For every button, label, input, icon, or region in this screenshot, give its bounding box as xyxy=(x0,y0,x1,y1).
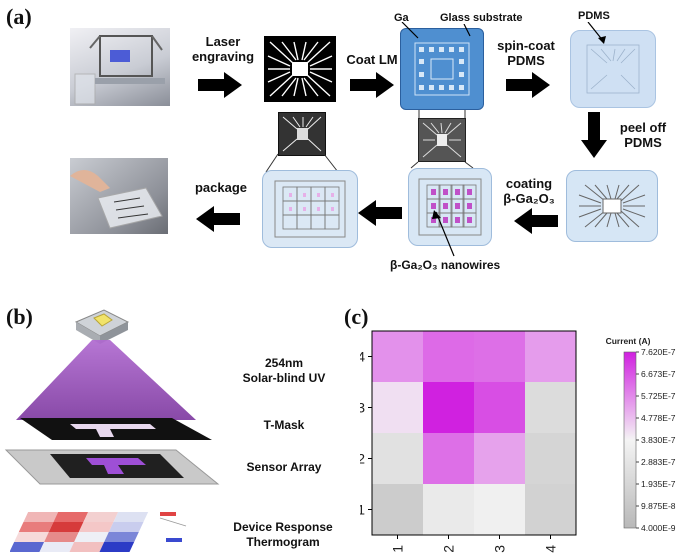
colorbar-title: Current (A) xyxy=(606,336,651,346)
callout-pdms: PDMS xyxy=(578,10,610,22)
heatmap-cell xyxy=(372,433,423,484)
heatmap-cell xyxy=(423,484,474,535)
y-tick-label: 3 xyxy=(360,400,365,416)
colorbar-tick-label: 1.935E-7 xyxy=(641,479,676,489)
layer-label-sensor-array: Sensor Array xyxy=(246,460,322,474)
callout-glass-pointer xyxy=(463,24,471,37)
thermogram-graphic xyxy=(10,512,187,552)
colorbar-tick-label: 4.778E-7 xyxy=(641,413,676,423)
colorbar-tick-label: 4.000E-9 xyxy=(641,523,676,533)
heatmap-cell xyxy=(372,484,423,535)
laser-engraver-photo xyxy=(70,28,170,106)
heatmap-cell xyxy=(423,382,474,433)
panel-b-label: (b) xyxy=(6,304,33,329)
heatmap-cell xyxy=(525,382,576,433)
heatmap-cell xyxy=(474,433,525,484)
callout-ga: Ga xyxy=(394,12,409,24)
arrow-right-icon xyxy=(198,72,242,98)
colorbar-tick-label: 9.875E-8 xyxy=(641,501,676,511)
heatmap-frame xyxy=(371,330,577,536)
pdms-coated-substrate xyxy=(570,30,656,108)
layer-label-t-mask: T-Mask xyxy=(263,418,305,432)
arrow-left-icon xyxy=(358,200,402,226)
callout-pdms-pointer xyxy=(587,22,606,44)
heatmap-cell xyxy=(423,331,474,382)
heatmap-cell xyxy=(474,382,525,433)
x-tick-label: 2 xyxy=(441,545,457,553)
step-coating-ga2o3: coating β-Ga₂O₃ xyxy=(503,176,555,206)
arrow-down-icon xyxy=(581,112,607,158)
uv-illumination-graphic xyxy=(4,309,220,485)
y-tick-label: 1 xyxy=(360,502,365,518)
arrow-left-icon xyxy=(514,208,558,234)
x-tick-label: 3 xyxy=(492,545,508,553)
heatmap-cell xyxy=(474,331,525,382)
colorbar xyxy=(623,351,637,529)
colorbar-tick-label: 7.620E-7 xyxy=(641,347,676,357)
colorbar-tick-label: 6.673E-7 xyxy=(641,369,676,379)
nanowire-pointer xyxy=(432,210,455,257)
step-spin-coat-pdms: spin-coat PDMS xyxy=(497,38,555,68)
arrow-right-icon xyxy=(506,72,550,98)
step-coat-lm: Coat LM xyxy=(346,52,398,67)
colorbar-tick-label: 2.883E-7 xyxy=(641,457,676,467)
heatmap-cell xyxy=(372,331,423,382)
x-tick-label: 1 xyxy=(390,545,406,553)
colorbar-tick-label: 5.725E-7 xyxy=(641,391,676,401)
layer-label-uv: 254nm Solar-blind UV xyxy=(242,356,326,385)
heatmap-cell xyxy=(525,331,576,382)
arrow-left-icon xyxy=(196,206,240,232)
current-heatmap: 1 2 3 4 1 2 3 4 Current (A)7.620E-7 6.673E-7 5.725… xyxy=(360,330,676,553)
final-device-photo xyxy=(70,158,168,234)
callout-glass-substrate: Glass substrate xyxy=(440,12,523,24)
packaged-substrate xyxy=(262,170,358,248)
ga-coated-substrate xyxy=(400,28,484,110)
step-package: package xyxy=(194,180,248,195)
callout-ga-pointer xyxy=(401,22,419,39)
layer-label-thermogram: Device Response Thermogram xyxy=(233,520,333,549)
panel-c-label: (c) xyxy=(344,304,369,329)
heatmap-cell xyxy=(525,484,576,535)
heatmap-cell xyxy=(423,433,474,484)
packaged-inset-image xyxy=(278,112,326,156)
callout-nanowires: β-Ga₂O₃ nanowires xyxy=(390,258,501,272)
arrow-right-icon xyxy=(350,72,394,98)
x-tick-label: 4 xyxy=(543,545,559,553)
colorbar-tick-label: 3.830E-7 xyxy=(641,435,676,445)
heatmap-cell xyxy=(525,433,576,484)
nanowire-substrate xyxy=(408,168,492,246)
heatmap-cell xyxy=(474,484,525,535)
y-tick-label: 2 xyxy=(360,451,365,467)
zoom-lines xyxy=(410,110,474,169)
nanowire-inset-image xyxy=(418,118,466,162)
step-laser-engraving: Laser engraving xyxy=(191,34,255,64)
heatmap-cell xyxy=(372,382,423,433)
step-peel-off-pdms: peel off PDMS xyxy=(619,120,667,150)
y-tick-label: 4 xyxy=(360,349,365,365)
zoom-lines xyxy=(265,153,339,173)
panel-a-label: (a) xyxy=(6,4,32,29)
engraved-pattern-image xyxy=(264,36,336,102)
peeled-pdms-substrate xyxy=(566,170,658,242)
